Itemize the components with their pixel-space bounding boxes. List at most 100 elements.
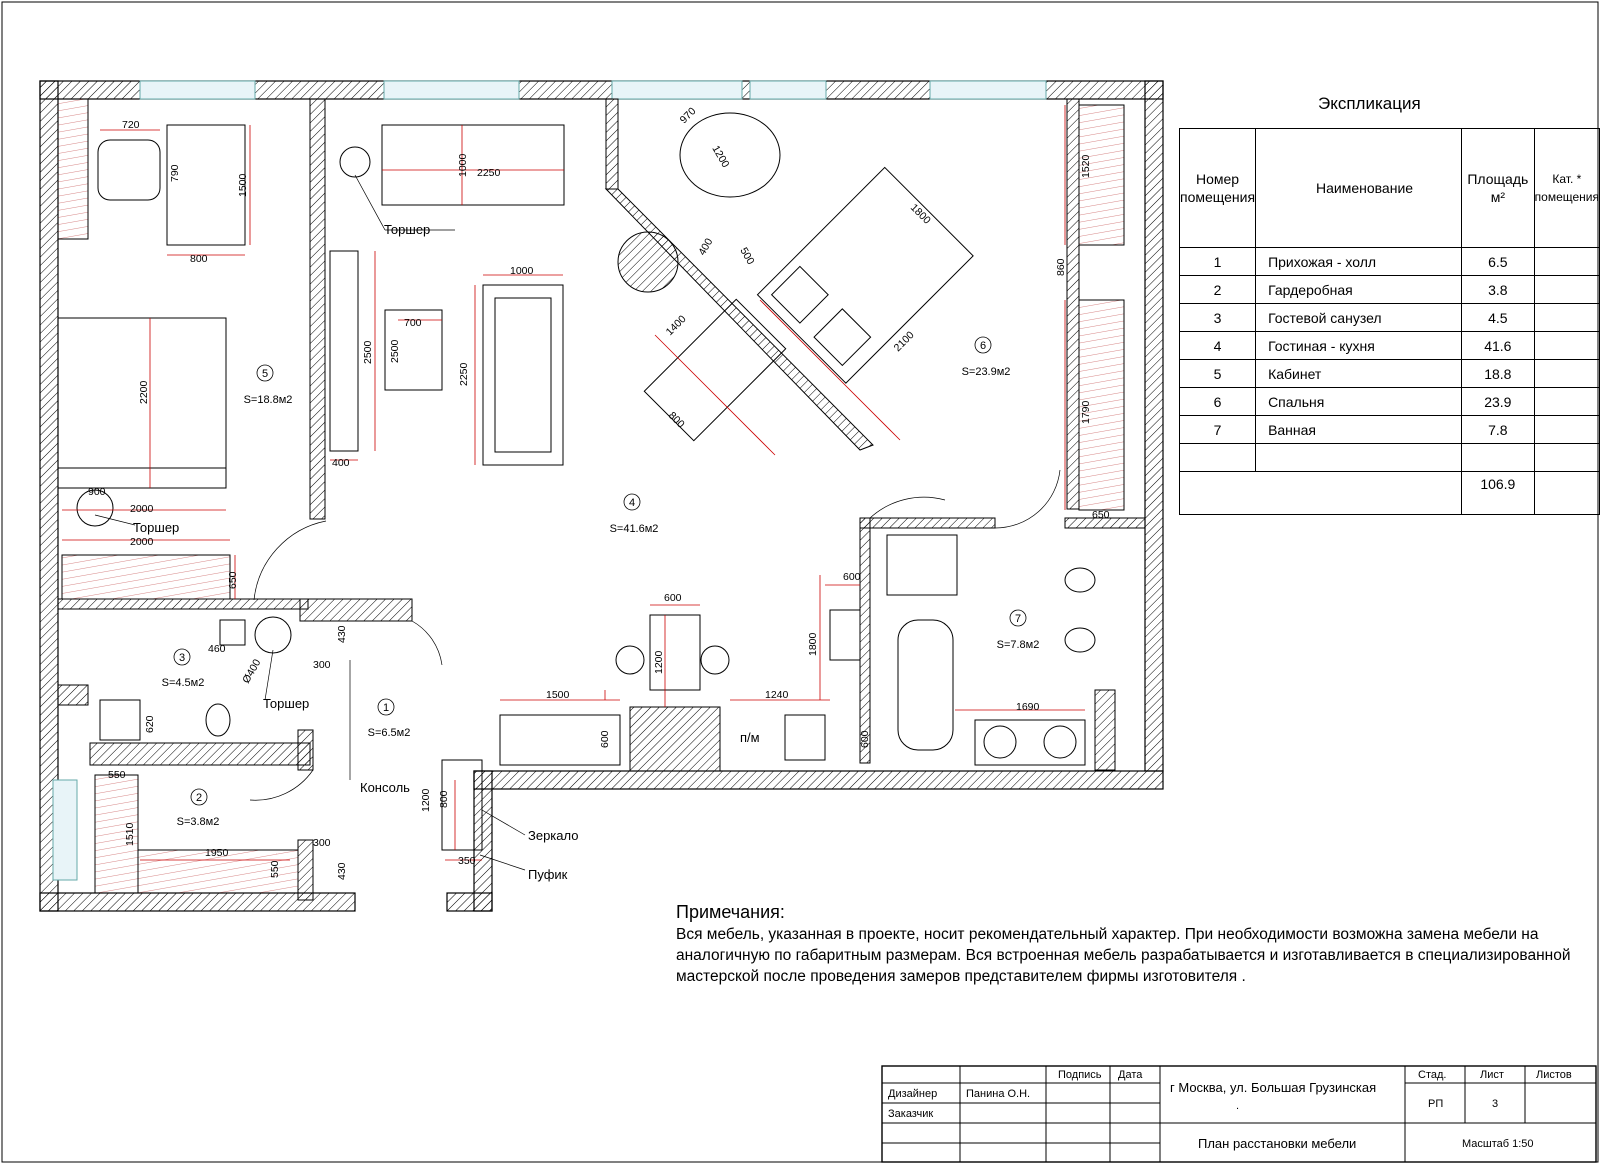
dim-label: 800 bbox=[438, 790, 450, 808]
explication-header: Номер помещения Наименование Площадь м² … bbox=[1178, 128, 1600, 248]
room-num-7: 7 bbox=[1015, 613, 1021, 625]
notes-text: Вся мебель, указанная в проекте, носит р… bbox=[676, 926, 1571, 985]
dim-label: 650 bbox=[1092, 509, 1110, 521]
row-cat bbox=[1533, 331, 1600, 360]
leaders bbox=[94, 174, 526, 871]
dim-label: 500 bbox=[737, 246, 756, 267]
label-pm: п/м bbox=[740, 730, 760, 745]
wardrobes bbox=[57, 98, 1125, 894]
row-cat bbox=[1533, 443, 1600, 472]
explication-title: Экспликация bbox=[1318, 94, 1421, 113]
dim-label: 430 bbox=[336, 862, 348, 880]
dim-label: 2250 bbox=[458, 362, 470, 386]
dim-label: 350 bbox=[458, 855, 476, 867]
row-cat bbox=[1533, 247, 1600, 276]
dim-label: 1240 bbox=[765, 689, 789, 701]
row-cat bbox=[1533, 359, 1600, 388]
stamp-data: Дата bbox=[1118, 1069, 1143, 1081]
stamp-designer-label: Дизайнер bbox=[888, 1088, 938, 1100]
dim-label: 650 bbox=[227, 571, 239, 589]
dim-label: 700 bbox=[404, 317, 422, 329]
dim-label: 2500 bbox=[362, 340, 374, 364]
dim-label: 600 bbox=[599, 730, 611, 748]
room-num-5: 5 bbox=[262, 368, 268, 380]
dim-label: 1690 bbox=[1016, 701, 1040, 713]
stamp-address: г Москва, ул. Большая Грузинская bbox=[1170, 1080, 1377, 1095]
col-number: Номер помещения bbox=[1178, 128, 1257, 248]
row-name: Ванная bbox=[1255, 415, 1463, 444]
row-name: Прихожая - холл bbox=[1255, 247, 1463, 276]
stamp-stad-label: Стад. bbox=[1418, 1069, 1447, 1081]
dim-label: 1000 bbox=[510, 265, 534, 277]
room-markers bbox=[173, 336, 1027, 806]
room-numbers: 1 2 3 4 5 6 7 bbox=[179, 340, 1021, 804]
stamp-podpis: Подпись bbox=[1058, 1069, 1102, 1081]
door-swings bbox=[249, 469, 1061, 801]
dim-label: 1950 bbox=[205, 847, 229, 859]
dim-label: 860 bbox=[1055, 258, 1067, 276]
row-area: 4.5 bbox=[1461, 303, 1535, 332]
row-cat bbox=[1533, 275, 1600, 304]
row-cat bbox=[1533, 387, 1600, 416]
room-area-4: S=41.6м2 bbox=[610, 523, 659, 535]
dim-label: 600 bbox=[859, 730, 871, 748]
dim-label: 1000 bbox=[457, 153, 469, 177]
dim-label: 600 bbox=[664, 592, 682, 604]
dim-label: 800 bbox=[666, 410, 687, 431]
total-area: 106.9 bbox=[1461, 471, 1535, 515]
dim-label: 550 bbox=[108, 769, 126, 781]
windows bbox=[52, 80, 1047, 881]
dim-label: 460 bbox=[208, 643, 226, 655]
row-area bbox=[1461, 443, 1535, 472]
dim-lines bbox=[62, 105, 1085, 861]
dim-label: 900 bbox=[88, 486, 106, 498]
interior-walls bbox=[57, 98, 1146, 901]
dim-label: 2250 bbox=[477, 167, 501, 179]
room-area-3: S=4.5м2 bbox=[162, 677, 205, 689]
label-pufik: Пуфик bbox=[528, 867, 568, 882]
row-num: 5 bbox=[1178, 359, 1257, 388]
row-num bbox=[1178, 443, 1257, 472]
dim-label: 300 bbox=[313, 659, 331, 671]
row-name: Гостевой санузел bbox=[1255, 303, 1463, 332]
dim-label: 800 bbox=[190, 253, 208, 265]
room-num-3: 3 bbox=[179, 652, 185, 664]
dim-label: 2500 bbox=[389, 339, 401, 363]
room-num-2: 2 bbox=[196, 792, 202, 804]
row-name bbox=[1255, 443, 1463, 472]
dim-label: 2100 bbox=[892, 329, 917, 354]
dim-label: 1520 bbox=[1080, 154, 1092, 178]
stamp-list-label: Лист bbox=[1480, 1069, 1504, 1081]
dim-label: 600 bbox=[843, 571, 861, 583]
row-area: 6.5 bbox=[1461, 247, 1535, 276]
dim-label: 1400 bbox=[664, 313, 689, 338]
row-num: 4 bbox=[1178, 331, 1257, 360]
room-area-6: S=23.9м2 bbox=[962, 366, 1011, 378]
callouts: Торшер Торшер Торшер Консоль Зеркало Пуф… bbox=[133, 222, 760, 882]
dim-label: 430 bbox=[336, 625, 348, 643]
dim-label: 400 bbox=[696, 236, 715, 257]
room-area-5: S=18.8м2 bbox=[244, 394, 293, 406]
row-cat bbox=[1533, 415, 1600, 444]
row-area: 3.8 bbox=[1461, 275, 1535, 304]
furniture bbox=[57, 112, 1096, 851]
dim-label: 1500 bbox=[546, 689, 570, 701]
dim-label: 2200 bbox=[138, 380, 150, 404]
row-area: 41.6 bbox=[1461, 331, 1535, 360]
label-konsol: Консоль bbox=[360, 780, 410, 795]
row-num: 3 bbox=[1178, 303, 1257, 332]
total-row: 106.9 bbox=[1178, 471, 1600, 515]
room-num-4: 4 bbox=[629, 497, 635, 509]
stamp-stad: РП bbox=[1428, 1098, 1444, 1110]
dim-label: 400 bbox=[332, 457, 350, 469]
diagonal-wall bbox=[604, 188, 874, 451]
label-torsher-3: Торшер bbox=[263, 696, 309, 711]
stamp-scale: Масштаб 1:50 bbox=[1462, 1138, 1534, 1150]
notes-title: Примечания: bbox=[676, 902, 785, 922]
row-name: Кабинет bbox=[1255, 359, 1463, 388]
col-name: Наименование bbox=[1255, 128, 1463, 248]
outer-walls bbox=[39, 80, 1164, 912]
